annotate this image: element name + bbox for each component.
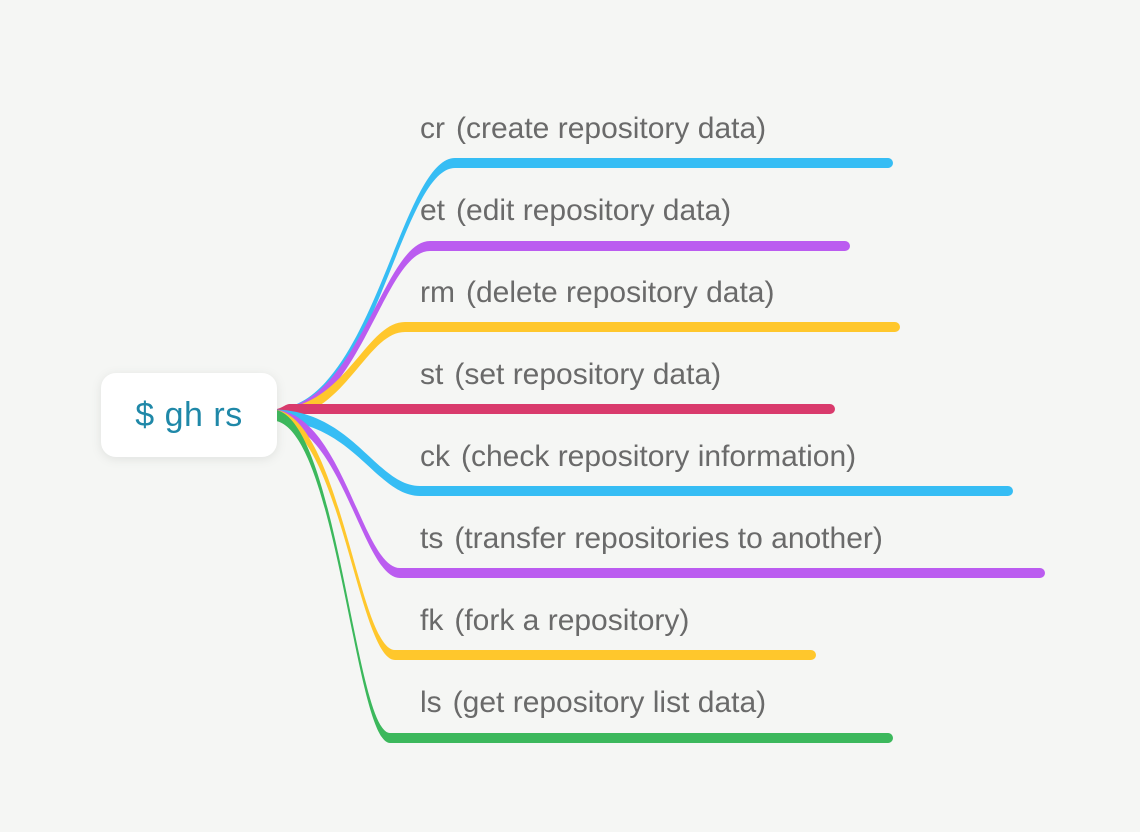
branch-key-1: et: [420, 194, 446, 227]
branch-key-4: ck: [420, 440, 450, 473]
branch-description-4: (check repository information): [461, 440, 857, 473]
branch-key-6: fk: [420, 604, 444, 637]
branch-description-7: (get repository list data): [452, 686, 767, 719]
branch-description-5: (transfer repositories to another): [454, 522, 883, 555]
branch-description-1: (edit repository data): [456, 194, 732, 227]
branch-description-6: (fork a repository): [454, 604, 690, 637]
branch-label-2[interactable]: rm (delete repository data): [420, 276, 774, 310]
branch-connector-4: [272, 409, 1013, 496]
branch-description-0: (create repository data): [456, 112, 767, 145]
branch-label-1[interactable]: et (edit repository data): [420, 194, 731, 228]
branch-connector-3: [272, 404, 835, 421]
branch-key-5: ts: [420, 522, 444, 555]
branch-connector-2: [272, 322, 900, 421]
branch-label-3[interactable]: st (set repository data): [420, 358, 721, 392]
branch-label-5[interactable]: ts (transfer repositories to another): [420, 522, 883, 556]
branch-key-0: cr: [420, 112, 445, 145]
branch-label-7[interactable]: ls (get repository list data): [420, 686, 766, 720]
branch-key-7: ls: [420, 686, 442, 719]
branch-description-3: (set repository data): [454, 358, 722, 391]
branch-key-2: rm: [420, 276, 455, 309]
root-node[interactable]: $ gh rs: [101, 373, 277, 457]
branch-label-0[interactable]: cr (create repository data): [420, 112, 766, 146]
branch-label-6[interactable]: fk (fork a repository): [420, 604, 689, 638]
branch-description-2: (delete repository data): [465, 276, 775, 309]
branch-label-4[interactable]: ck (check repository information): [420, 440, 856, 474]
branch-key-3: st: [420, 358, 444, 391]
root-node-label: $ gh rs: [135, 395, 243, 434]
